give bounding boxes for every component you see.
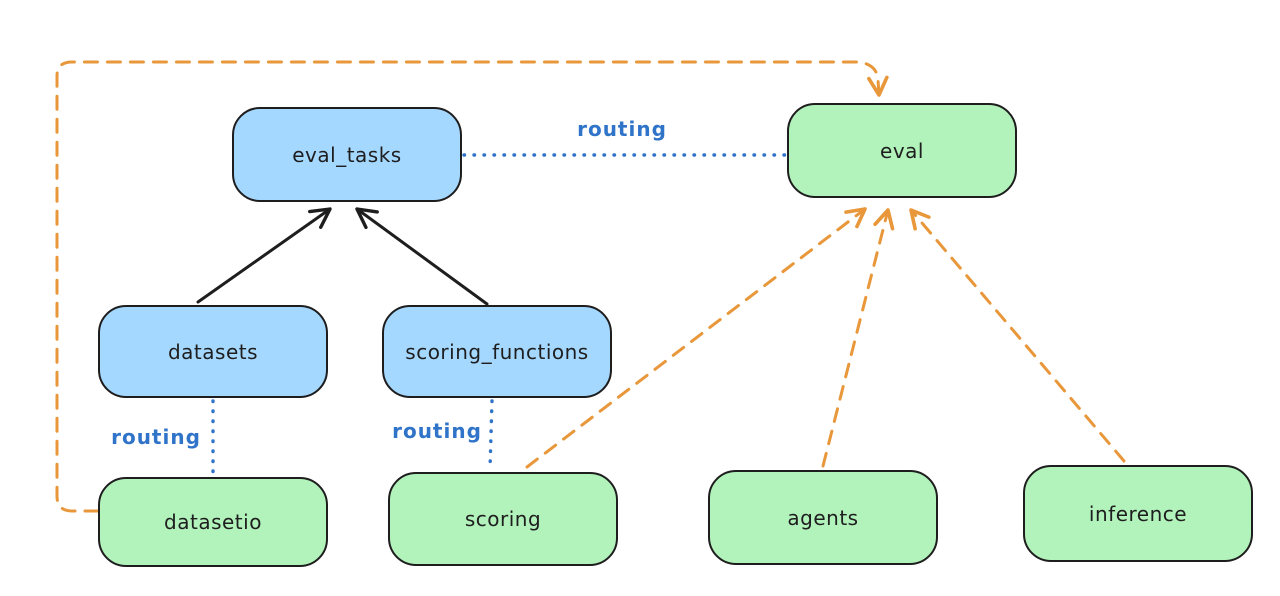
edge-datasets-to-eval-tasks [196,207,332,304]
node-agents: agents [708,470,938,565]
node-inference: inference [1023,465,1253,562]
node-scoring-functions: scoring_functions [382,305,612,398]
node-scoring-label: scoring [464,507,542,531]
node-scoring: scoring [388,472,618,566]
edge-inference-to-eval [909,208,1126,463]
node-eval-tasks-label: eval_tasks [292,142,402,167]
node-agents-label: agents [787,505,859,530]
node-inference-label: inference [1088,501,1188,526]
node-eval: eval [787,103,1017,198]
node-scoring-functions-label: scoring_functions [405,339,589,364]
node-datasetio-label: datasetio [164,510,262,534]
node-datasets: datasets [98,305,328,398]
node-datasets-label: datasets [167,339,259,364]
edge-scoring-functions-to-eval-tasks [355,207,489,306]
node-datasetio: datasetio [98,477,328,567]
routing-label-eval-tasks-eval: routing [577,117,667,141]
node-eval-label: eval [880,138,924,163]
node-eval-tasks: eval_tasks [232,107,462,202]
edge-agents-to-eval [821,208,895,468]
routing-label-datasets-datasetio: routing [111,425,201,449]
routing-label-scoring-functions-scoring: routing [392,419,482,443]
